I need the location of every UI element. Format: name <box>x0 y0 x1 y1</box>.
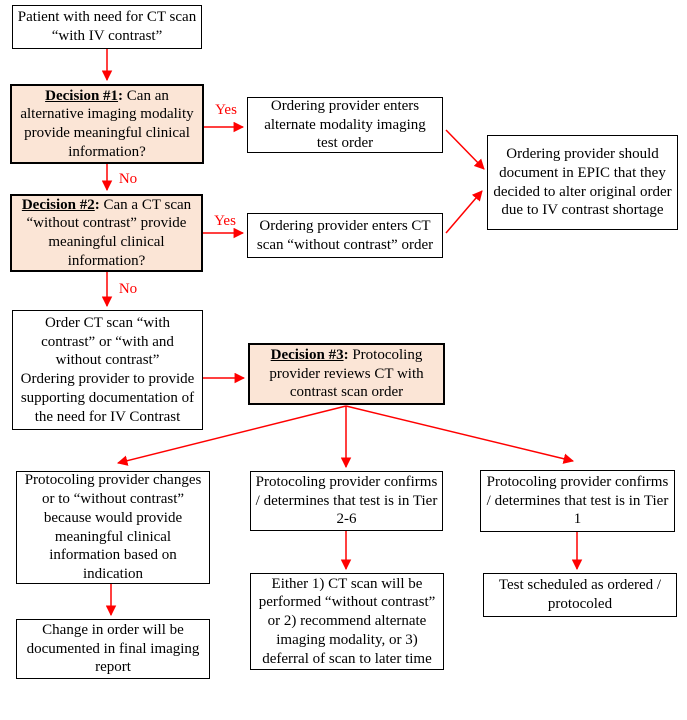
node-either-options: Either 1) CT scan will be performed “wit… <box>250 573 444 670</box>
node-tier-1-text: Protocoling provider confirms / determin… <box>486 473 669 528</box>
node-order-ct-line2: Ordering provider to provide supporting … <box>20 371 195 425</box>
node-tier-2-6-text: Protocoling provider confirms / determin… <box>255 473 438 528</box>
node-decision-3-text: Decision #3: Protocoling provider review… <box>254 346 439 402</box>
node-decision-1: Decision #1: Can an alternative imaging … <box>10 84 204 164</box>
node-decision-1-text: Decision #1: Can an alternative imaging … <box>16 87 198 162</box>
arrow-decision3-to-tier1-icon <box>345 405 575 464</box>
node-ct-without-contrast-order: Ordering provider enters CT scan “withou… <box>247 213 443 258</box>
decision-2-colon: : <box>94 196 100 213</box>
node-protocoling-changes-order-text: Protocoling provider changes or to “with… <box>24 472 202 582</box>
node-epic-documentation: Ordering provider should document in EPI… <box>487 135 678 230</box>
node-change-documented-text: Change in order will be documented in fi… <box>26 621 200 676</box>
label-no-decision-1: No <box>118 171 138 187</box>
node-alternate-modality-order-text: Ordering provider enters alternate modal… <box>264 97 426 152</box>
label-yes-decision-2: Yes <box>214 213 236 229</box>
label-yes-decision-1: Yes <box>215 102 237 118</box>
node-patient-need: Patient with need for CT scan “with IV c… <box>12 5 202 49</box>
node-decision-2-text: Decision #2: Can a CT scan “without cont… <box>16 196 197 271</box>
decision-2-title: Decision #2 <box>21 196 95 213</box>
decision-1-colon: : <box>118 87 124 104</box>
arrow-ctwithout-to-epic-icon <box>445 190 483 234</box>
decision-3-title: Decision #3 <box>270 346 344 363</box>
arrow-alt-to-epic-icon <box>445 129 485 170</box>
node-alternate-modality-order: Ordering provider enters alternate modal… <box>247 97 443 153</box>
node-tier-2-6: Protocoling provider confirms / determin… <box>250 471 443 531</box>
node-ct-without-contrast-order-text: Ordering provider enters CT scan “withou… <box>256 217 434 253</box>
decision-1-title: Decision #1 <box>45 87 119 104</box>
node-change-documented: Change in order will be documented in fi… <box>16 619 210 679</box>
node-order-ct-with-contrast: Order CT scan “with contrast” or “with a… <box>12 310 203 430</box>
node-protocoling-changes-order: Protocoling provider changes or to “with… <box>16 471 210 584</box>
node-decision-3: Decision #3: Protocoling provider review… <box>248 343 445 405</box>
node-order-ct-line1: Order CT scan “with contrast” or “with a… <box>41 314 174 369</box>
node-test-scheduled-text: Test scheduled as ordered / protocoled <box>498 577 662 612</box>
node-test-scheduled: Test scheduled as ordered / protocoled <box>483 573 677 617</box>
decision-1-body: Can an alternative imaging modality prov… <box>20 87 194 160</box>
node-either-options-text: Either 1) CT scan will be performed “wit… <box>258 575 436 667</box>
node-decision-2: Decision #2: Can a CT scan “without cont… <box>10 194 203 272</box>
label-no-decision-2: No <box>118 281 138 297</box>
decision-2-body: Can a CT scan “without contrast” provide… <box>26 196 192 269</box>
node-epic-documentation-text: Ordering provider should document in EPI… <box>493 146 672 219</box>
node-patient-need-text: Patient with need for CT scan “with IV c… <box>17 9 197 44</box>
node-tier-1: Protocoling provider confirms / determin… <box>480 470 675 532</box>
decision-3-colon: : <box>343 346 349 363</box>
decision-3-body: Protocoling provider reviews CT with con… <box>269 346 424 401</box>
